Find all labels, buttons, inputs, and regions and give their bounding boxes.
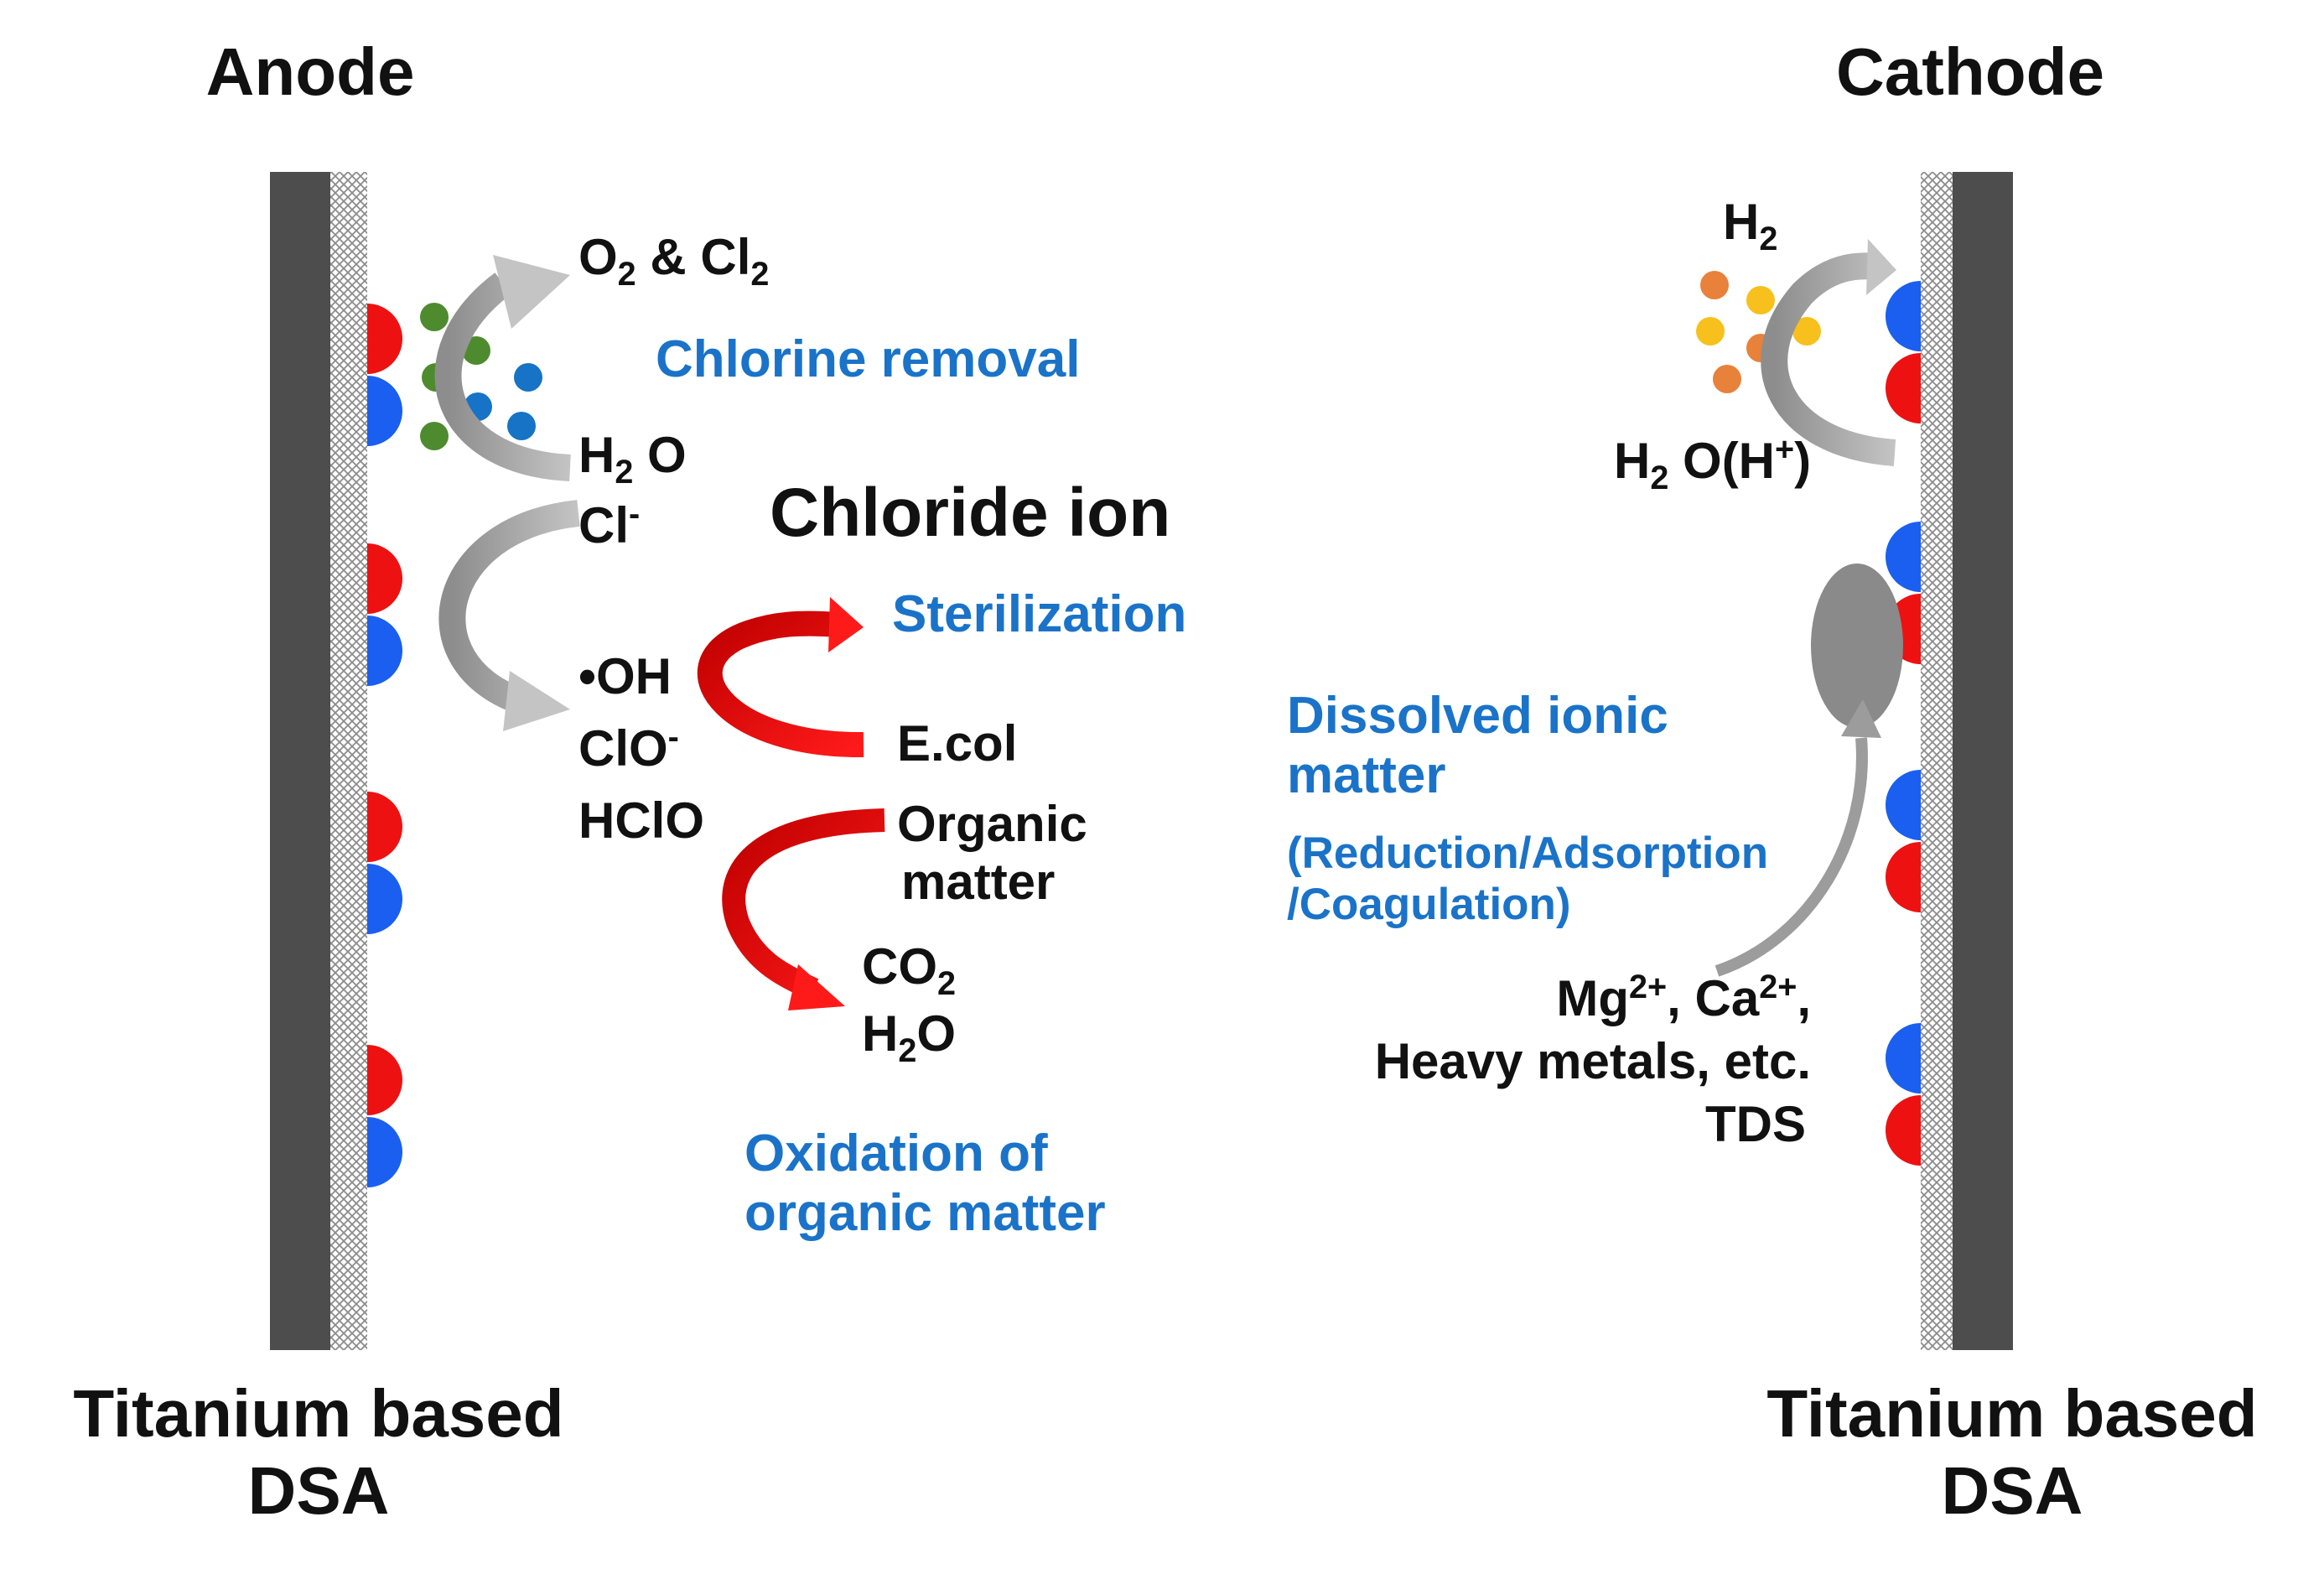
sterilization-label: Sterilization	[892, 585, 1187, 643]
cathode-site-blue	[1886, 522, 1921, 592]
cathode-material-label: Titanium based DSA	[1702, 1375, 2322, 1530]
water-proton-reactant: H2 O(H+)	[1614, 431, 1812, 496]
process-line1: (Reduction/Adsorption	[1287, 829, 1769, 878]
anode-gas-products: O2 & Cl2	[578, 229, 770, 293]
oxidation-line1: Oxidation of	[744, 1125, 1048, 1182]
anode-site-blue	[367, 1117, 402, 1187]
cathode-site-red	[1886, 1095, 1921, 1166]
anode-active-sites	[367, 304, 402, 1187]
cathode-site-blue	[1886, 1023, 1921, 1093]
organic-matter-line2: matter	[901, 854, 1056, 910]
oxidation-of-organic-matter-label: Oxidation of organic matter	[744, 1124, 1106, 1244]
chloride-ion-heading: Chloride ion	[770, 475, 1171, 551]
cathode-mesh-coating	[1921, 172, 1953, 1350]
anode-site-blue	[367, 864, 402, 934]
cathode-material-line1: Titanium based	[1766, 1376, 2258, 1451]
hypochlorite-ion: ClO-	[578, 719, 679, 777]
water-reactant: H2 O	[578, 427, 687, 491]
anode-site-blue	[367, 616, 402, 686]
metal-ions-list: Mg2+, Ca2+, Heavy metals, etc. TDS	[1258, 969, 1811, 1153]
hydrogen-evolution-arrowhead	[1866, 239, 1896, 295]
anode-material-label: Titanium based DSA	[8, 1375, 629, 1530]
anode-site-red	[367, 304, 402, 374]
anode-material-line1: Titanium based	[73, 1376, 564, 1451]
cathode-process-label: (Reduction/Adsorption /Coagulation)	[1287, 829, 1768, 931]
oxidation-line2: organic matter	[744, 1184, 1106, 1243]
anode-material-line2: DSA	[247, 1453, 390, 1528]
ion-deposition-arrowhead	[1841, 699, 1881, 738]
hydrogen-evolution-arrow	[1761, 252, 1896, 466]
hydrogen-product: H2	[1723, 194, 1778, 257]
heavy-metals: Heavy metals, etc.	[1374, 1033, 1811, 1089]
sterilization-arrowhead	[828, 597, 864, 652]
cathode-plate	[1953, 172, 2013, 1350]
dissolved-line1: Dissolved ionic	[1287, 687, 1668, 745]
anode-title: Anode	[205, 34, 415, 109]
anode-site-red	[367, 1045, 402, 1115]
hypochlorous-acid: HClO	[578, 792, 704, 849]
chloride-oxidation-arrow	[438, 500, 580, 714]
chloride-reactant: Cl-	[578, 496, 641, 553]
cathode-site-red	[1886, 842, 1921, 912]
water-product: H2O	[862, 1005, 957, 1069]
anode-plate	[270, 172, 330, 1350]
anode-site-red	[367, 543, 402, 614]
mg-ca-ions: Mg2+, Ca2+,	[1556, 969, 1811, 1026]
organic-oxidation-arrow	[722, 808, 885, 1000]
oxygen-chlorine-evolution-arrow	[434, 273, 571, 481]
organic-oxidation-arrowhead	[788, 964, 845, 1010]
oxygen-chlorine-arrowhead	[493, 255, 570, 329]
anode-site-blue	[367, 376, 402, 446]
cathode-material-line2: DSA	[1941, 1453, 2083, 1528]
anode-mesh-coating	[330, 172, 367, 1350]
cathode-title: Cathode	[1836, 34, 2104, 109]
chlorine-removal-label: Chlorine removal	[656, 330, 1081, 388]
cathode-site-blue	[1886, 770, 1921, 840]
anode-site-red	[367, 792, 402, 862]
dissolved-ionic-matter-label: Dissolved ionic matter	[1287, 686, 1668, 806]
carbon-dioxide-product: CO2	[862, 938, 957, 1002]
hydroxyl-radical: •OH	[578, 648, 672, 704]
ion-deposition-arrow	[1714, 737, 1868, 977]
cathode-site-red	[1886, 353, 1921, 423]
cathode-active-sites	[1886, 281, 1921, 1166]
deposited-precipitate	[1811, 564, 1903, 728]
tds-label: TDS	[1705, 1096, 1806, 1152]
process-line2: /Coagulation)	[1287, 879, 1571, 929]
sterilization-arrow	[697, 610, 864, 758]
dissolved-line2: matter	[1287, 746, 1446, 805]
ecoli-label: E.col	[897, 715, 1018, 771]
cathode-site-blue	[1886, 281, 1921, 351]
chloride-oxidation-arrowhead	[503, 671, 570, 731]
organic-matter-label: Organic matter	[897, 795, 1087, 911]
organic-matter-line1: Organic	[897, 796, 1087, 852]
